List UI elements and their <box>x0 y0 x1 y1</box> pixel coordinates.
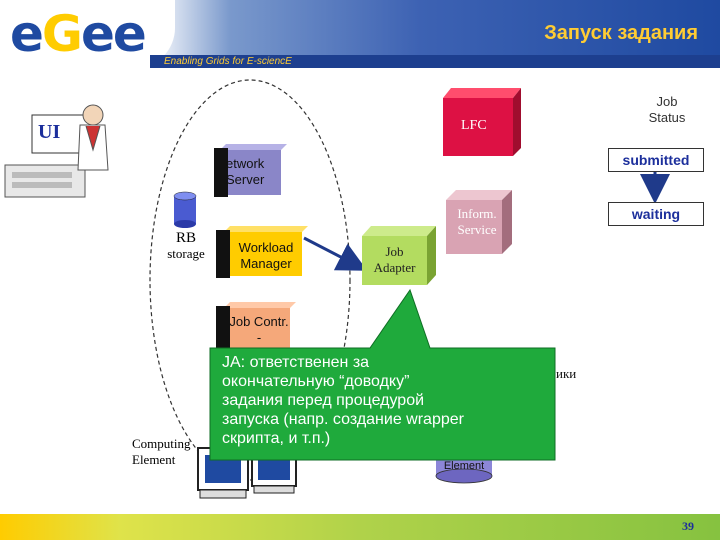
job-status-line-1: Job <box>656 94 678 109</box>
inform-service-box <box>446 190 512 254</box>
ui-label: UI <box>38 121 61 143</box>
storage-element-label: Element <box>443 460 485 472</box>
job-controller-line-1: Job Contr. <box>229 314 289 329</box>
header: eGee Запуск задания Enabling Grids for E… <box>0 0 720 70</box>
computing-element-line-2: Element <box>132 452 176 467</box>
callout-bubble <box>209 288 556 461</box>
network-server-box <box>214 144 287 197</box>
inform-service-line-2: Service <box>457 222 497 237</box>
lfc-label: LFC <box>461 118 487 133</box>
rb-label: RB storage <box>156 230 216 262</box>
inform-service-line-1: Inform. <box>457 206 497 221</box>
rb-line-1: RB <box>175 230 196 246</box>
callout-line-4: запуска (напр. создание wrapper <box>222 411 464 428</box>
job-controller-line-2: - <box>256 330 262 345</box>
workload-manager-line-2: Manager <box>240 256 292 271</box>
inform-service-label: Inform. Service <box>446 206 508 238</box>
status-submitted: submitted <box>608 148 704 172</box>
job-status-heading: Job Status <box>630 94 704 126</box>
callout-line-1: JA: ответственен за <box>222 354 370 371</box>
truncated-label: ики <box>556 366 577 381</box>
callout-line-2: окончательную “доводку” <box>222 373 410 390</box>
logo-container <box>0 0 175 68</box>
workload-manager-label: Workload Manager <box>232 240 300 272</box>
header-subtitle: Enabling Grids for E-sciencE <box>164 56 292 67</box>
job-adapter-label: Job Adapter <box>362 244 427 276</box>
job-adapter-box <box>362 226 436 285</box>
rb-grouping-ellipse <box>149 79 351 481</box>
callout-text: JA: ответственен за окончательную “довод… <box>222 353 562 448</box>
job-adapter-line-2: Adapter <box>373 260 416 275</box>
workload-manager-box <box>216 226 308 278</box>
computing-element-label: Computing Element <box>132 436 212 468</box>
user-computer-icon <box>4 104 109 198</box>
computing-element-line-1: Computing <box>132 436 191 451</box>
job-status-line-2: Status <box>648 110 686 125</box>
page-number: 39 <box>682 519 694 533</box>
wm-to-job-adapter-arrow <box>303 236 368 271</box>
workload-manager-line-1: Workload <box>238 240 294 255</box>
network-server-line-1: etwork <box>226 156 265 171</box>
egee-logo: eGee <box>10 5 147 63</box>
page-title: Запуск задания <box>544 22 698 44</box>
subtitle-band <box>150 55 720 68</box>
lfc-box <box>443 88 521 156</box>
callout-line-5: скрипта, и т.п.) <box>222 430 331 447</box>
status-waiting: waiting <box>608 202 704 226</box>
callout-line-3: задания перед процедурой <box>222 392 425 409</box>
footer-band <box>0 514 720 540</box>
job-controller-label: Job Contr. - <box>226 314 292 346</box>
network-server-line-2: Server <box>226 172 265 187</box>
network-server-label: etwork Server <box>226 156 282 188</box>
rb-line-2: storage <box>167 246 205 261</box>
rb-storage-cylinder <box>173 191 197 228</box>
job-adapter-line-1: Job <box>385 244 404 259</box>
